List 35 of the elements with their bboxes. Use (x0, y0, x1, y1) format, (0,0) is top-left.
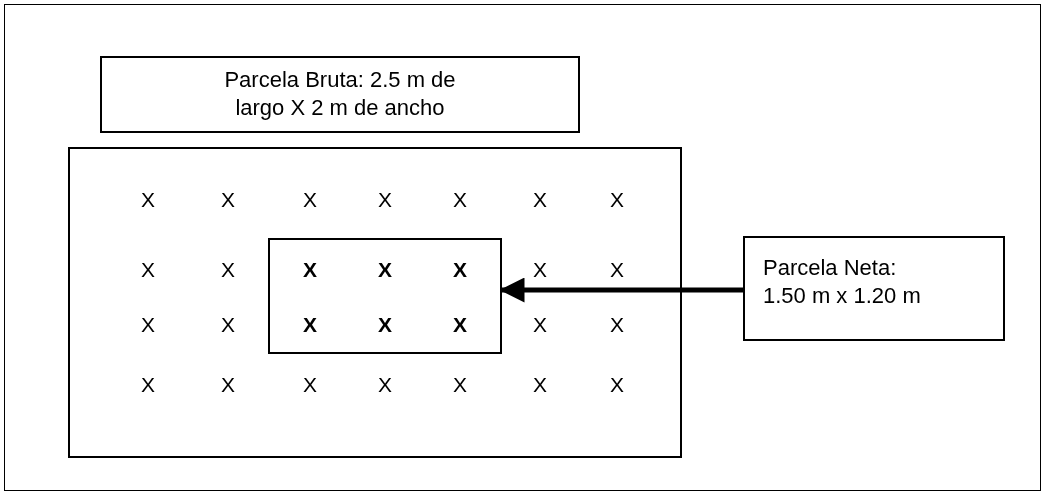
plant-mark: X (303, 258, 317, 282)
plant-mark: X (221, 258, 235, 282)
title-box (100, 56, 580, 133)
plant-mark: X (610, 313, 624, 337)
plant-mark: X (533, 313, 547, 337)
plant-mark: X (453, 258, 467, 282)
plant-mark: X (378, 373, 392, 397)
callout-box (743, 236, 1005, 341)
plant-mark: X (141, 373, 155, 397)
plant-mark: X (453, 188, 467, 212)
plant-mark: X (378, 258, 392, 282)
plant-mark: X (610, 188, 624, 212)
plant-mark: X (453, 313, 467, 337)
plant-mark: X (141, 258, 155, 282)
arrow (499, 277, 743, 303)
plant-mark: X (533, 258, 547, 282)
plant-mark: X (221, 373, 235, 397)
plant-mark: X (141, 313, 155, 337)
plant-mark: X (303, 313, 317, 337)
plant-mark: X (303, 373, 317, 397)
plant-mark: X (221, 188, 235, 212)
plant-mark: X (453, 373, 467, 397)
plant-mark: X (378, 313, 392, 337)
plant-mark: X (533, 373, 547, 397)
net-plot-rectangle (268, 238, 502, 354)
plot-label: Parcela Bruta: 2.5 m de largo X 2 m de ancho (223, 66, 457, 122)
plant-mark: X (221, 313, 235, 337)
gross-plot-rectangle (68, 147, 682, 458)
plant-mark: X (303, 188, 317, 212)
plant-mark: X (610, 373, 624, 397)
plant-mark: X (378, 188, 392, 212)
plant-mark: X (610, 258, 624, 282)
plot-label: Parcela Neta: 1.50 m x 1.20 m (763, 254, 922, 310)
plant-mark: X (533, 188, 547, 212)
plant-mark: X (141, 188, 155, 212)
